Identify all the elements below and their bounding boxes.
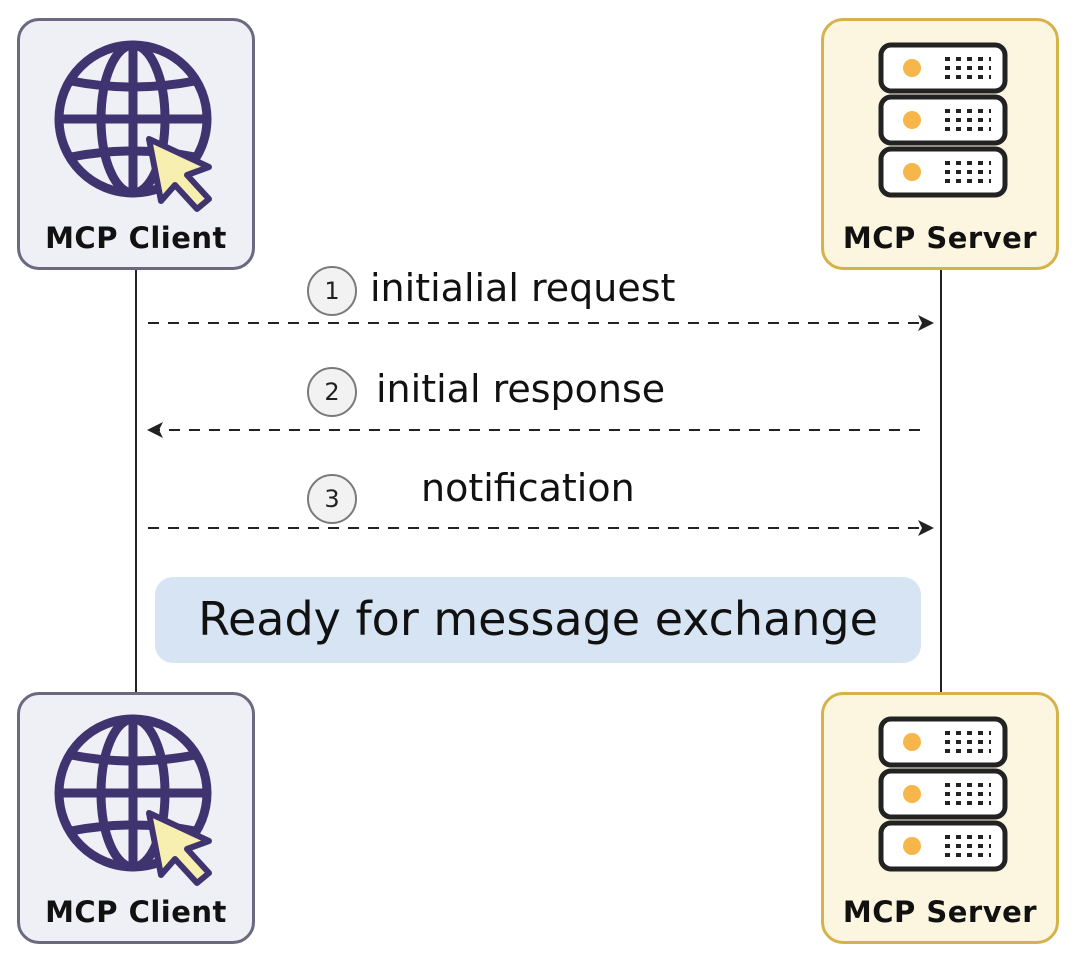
notification-arrow-head: [918, 520, 934, 536]
response-arrow-head: [147, 422, 163, 438]
message-label-response: initial response: [376, 367, 666, 411]
server-label-top: MCP Server: [842, 221, 1038, 255]
server-rack-icon: [878, 716, 1008, 872]
request-arrow-head: [918, 315, 934, 331]
server-rack-icon: [878, 42, 1008, 198]
step-badge-3: 3: [307, 474, 357, 524]
globe-cursor-icon: [54, 714, 212, 886]
step-badge-2: 2: [307, 367, 357, 417]
message-label-request: initialial request: [370, 266, 676, 310]
client-label-top: MCP Client: [45, 221, 227, 255]
client-box-top: MCP Client: [17, 18, 255, 270]
ready-banner: Ready for message exchange: [155, 577, 921, 663]
globe-cursor-icon: [54, 40, 212, 212]
server-label-bottom: MCP Server: [842, 895, 1038, 929]
ready-banner-text: Ready for message exchange: [198, 592, 878, 646]
message-label-notification: notification: [421, 466, 635, 510]
client-box-bottom: MCP Client: [17, 692, 255, 944]
server-box-bottom: MCP Server: [821, 692, 1059, 944]
step-badge-1: 1: [307, 266, 357, 316]
client-label-bottom: MCP Client: [45, 895, 227, 929]
server-box-top: MCP Server: [821, 18, 1059, 270]
